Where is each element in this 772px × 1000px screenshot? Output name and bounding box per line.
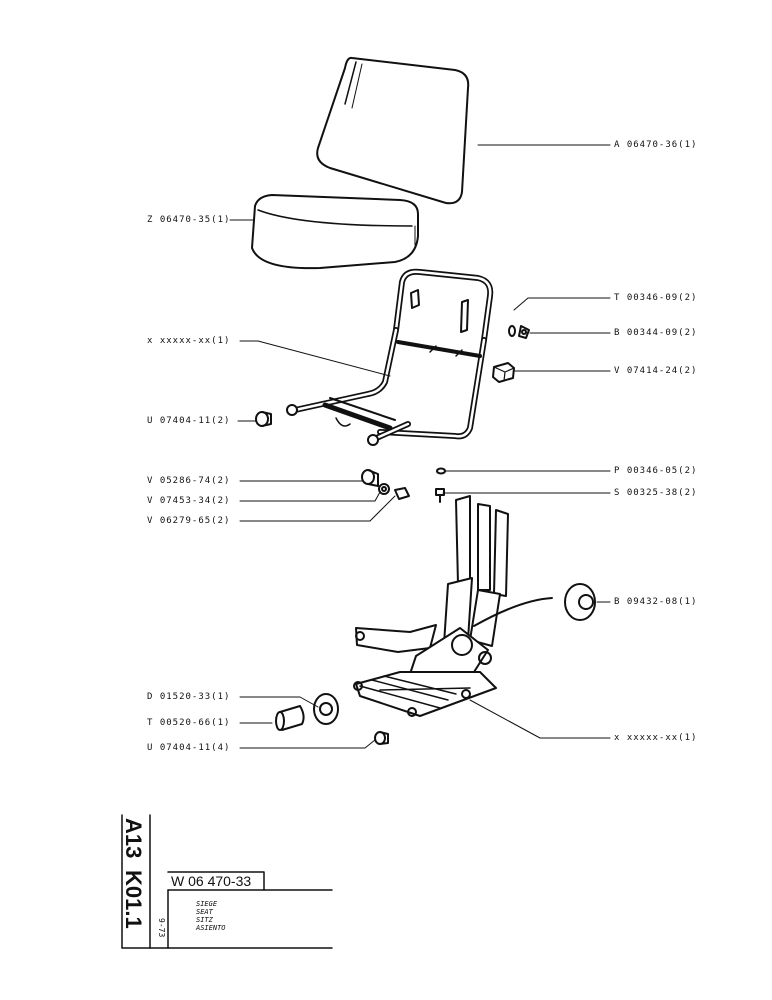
section-code: A13	[121, 818, 146, 859]
title-de: SITZ	[196, 916, 213, 924]
title-es: ASIENTO	[196, 924, 226, 932]
part-label-b-09432: B 09432-08(1)	[614, 597, 698, 607]
part-label-v-05286: V 05286-74(2)	[147, 476, 231, 486]
part-label-u-07404-top: U 07404-11(2)	[147, 416, 231, 426]
part-label-backrest: A 06470-36(1)	[614, 140, 698, 150]
part-label-d-01520: D 01520-33(1)	[147, 692, 231, 702]
part-label-frame: x xxxxx-xx(1)	[147, 336, 231, 346]
part-label-base-assembly: x xxxxx-xx(1)	[614, 733, 698, 743]
part-label-s-00325: S 00325-38(2)	[614, 488, 698, 498]
page-code: K01.1	[121, 870, 146, 929]
suspension-part	[353, 495, 596, 717]
seat-frame-part	[286, 268, 494, 446]
part-label-b-00344: B 00344-09(2)	[614, 328, 698, 338]
part-label-p-00346: P 00346-05(2)	[614, 466, 698, 476]
title-en: SEAT	[196, 908, 213, 916]
adjuster-knob-part	[275, 693, 339, 731]
part-label-u-07404-bottom: U 07404-11(4)	[147, 743, 231, 753]
drawing-number: W 06 470-33	[171, 873, 252, 889]
date-code: 9-73	[157, 918, 166, 938]
leader-lines	[229, 144, 611, 749]
part-label-t-00346: T 00346-09(2)	[614, 293, 698, 303]
small-hardware	[255, 325, 530, 745]
title-fr: SIEGE	[196, 900, 218, 908]
part-label-t-00520: T 00520-66(1)	[147, 718, 231, 728]
seat-cushion-part	[251, 194, 419, 270]
title-block-lines	[121, 814, 333, 949]
part-label-v-06279: V 06279-65(2)	[147, 516, 231, 526]
part-label-v-07453: V 07453-34(2)	[147, 496, 231, 506]
backrest-part	[316, 56, 470, 205]
part-label-cushion: Z 06470-35(1)	[147, 215, 231, 225]
part-label-v-07414: V 07414-24(2)	[614, 366, 698, 376]
